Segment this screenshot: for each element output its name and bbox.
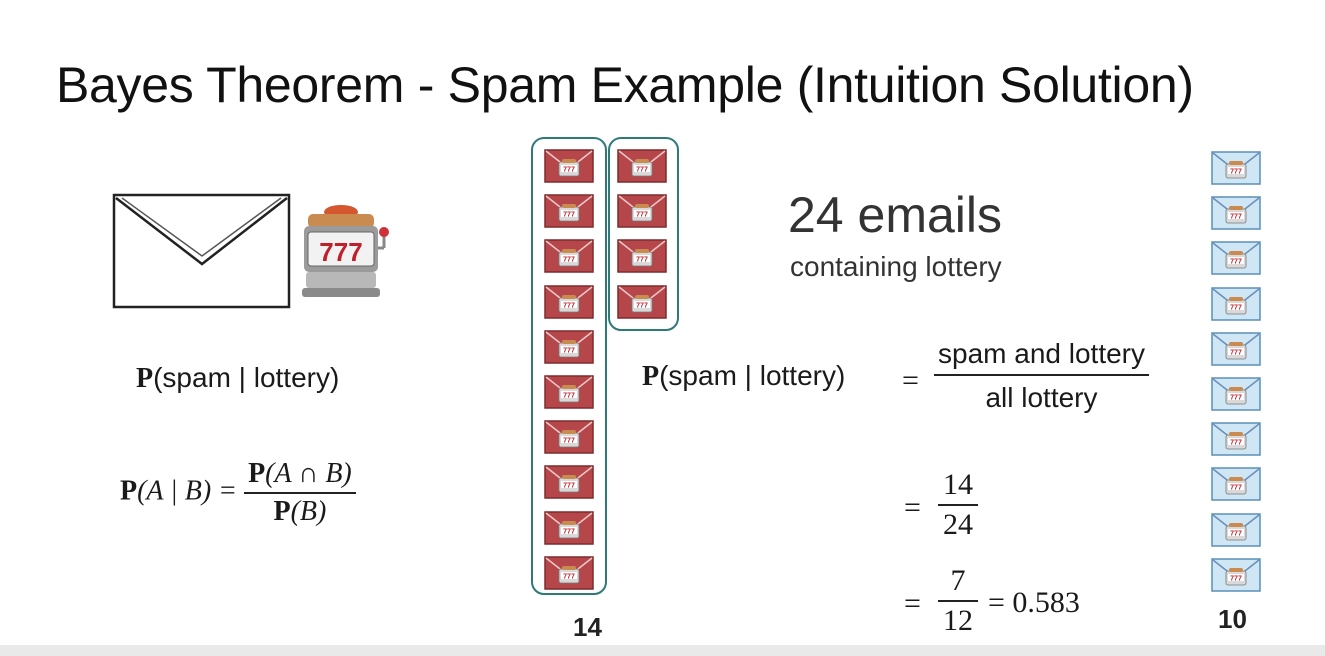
svg-text:777: 777 [1230,530,1242,537]
ham-email-icon: 777 [1211,332,1261,366]
prob-symbol: P [642,361,660,392]
left-query: P(spam | lottery) [136,362,339,395]
formula-fraction: P(A ∩ B) P(B) [244,458,356,528]
spam-group-border [531,137,607,595]
ham-email-icon: 777 [1211,196,1261,230]
svg-text:777: 777 [1230,349,1242,356]
spam-email-icon: 777 [544,375,594,409]
ham-email-icon: 777 [1211,151,1261,185]
spam-email-icon: 777 [617,239,667,274]
prob-symbol: P [136,363,154,394]
equals-sign: = [902,364,919,397]
step2-denominator: 12 [943,604,973,637]
svg-text:777: 777 [563,438,575,445]
ham-email-icon: 777 [1211,558,1261,592]
prob-symbol: P [248,458,266,489]
svg-text:777: 777 [563,528,575,535]
ham-email-icon: 777 [1211,377,1261,411]
spam-email-icon: 777 [544,239,594,274]
spam-count: 14 [573,612,602,642]
step2-result: = 0.583 [988,586,1080,619]
slot-machine-icon: 777 [302,205,389,297]
svg-text:777: 777 [563,302,575,309]
ham-email-icon: 777 [1211,241,1261,276]
ham-count: 10 [1218,604,1247,634]
spam-email-icon: 777 [544,420,594,454]
spam-email-icon: 777 [544,330,594,364]
left-query-text: (spam | lottery) [153,362,340,393]
svg-text:777: 777 [1230,169,1242,176]
step1-numerator: 14 [938,468,978,506]
svg-text:777: 777 [1230,304,1242,311]
svg-text:777: 777 [1230,395,1242,402]
bottom-strip [0,645,1325,656]
svg-text:777: 777 [636,302,648,309]
svg-text:777: 777 [563,347,575,354]
svg-text:777: 777 [636,257,648,264]
spam-email-icon: 777 [617,194,667,228]
formula-denominator: (B) [290,496,327,527]
spam-email-icon: 777 [544,284,594,319]
word-fraction-denominator: all lottery [985,382,1098,413]
spam-email-icon: 777 [617,149,667,183]
svg-text:777: 777 [563,257,575,264]
spam-email-icon: 777 [544,556,594,590]
prob-symbol: P [273,496,291,527]
right-query: P(spam | lottery) [642,360,845,393]
prob-symbol: P [120,475,138,507]
spam-email-icon: 777 [617,284,667,319]
svg-text:777: 777 [563,167,575,174]
headline: 24 emails [788,187,1002,243]
step2-numerator: 7 [938,564,978,602]
formula-numerator: (A ∩ B) [265,458,352,489]
ham-email-icon: 777 [1211,467,1261,502]
svg-text:777: 777 [636,212,648,219]
ham-email-icon: 777 [1211,286,1261,321]
svg-text:777: 777 [563,212,575,219]
step2-fraction: 7 12 [938,564,978,638]
svg-text:777: 777 [1230,214,1242,221]
svg-text:777: 777 [563,573,575,580]
svg-text:777: 777 [1230,259,1242,266]
step2-equals: = [904,587,921,620]
formula-lhs: (A | B) = [137,475,238,507]
svg-text:777: 777 [1230,440,1242,447]
word-fraction-numerator: spam and lottery [934,338,1149,376]
spam-email-icon: 777 [544,465,594,500]
step1-equals: = [904,491,921,524]
ham-email-icon: 777 [1211,512,1261,547]
subheadline: containing lottery [790,251,1002,282]
spam-email-icon: 777 [544,194,594,228]
svg-text:777: 777 [1230,485,1242,492]
bayes-formula: P(A | B) = P(A ∩ B) P(B) [120,458,356,528]
slot-reels-text: 777 [319,237,362,267]
step1-denominator: 24 [943,508,973,541]
svg-text:777: 777 [563,483,575,490]
spam-group-border [608,137,679,331]
spam-email-icon: 777 [544,510,594,545]
right-query-text: (spam | lottery) [659,360,846,391]
svg-text:777: 777 [563,393,575,400]
slide-title: Bayes Theorem - Spam Example (Intuition … [56,57,1194,113]
spam-email-icon: 777 [544,149,594,183]
envelope-icon [112,193,291,309]
svg-text:777: 777 [1230,575,1242,582]
svg-text:777: 777 [636,167,648,174]
word-fraction: spam and lottery all lottery [934,338,1149,414]
step1-fraction: 14 24 [938,468,978,542]
ham-email-icon: 777 [1211,422,1261,456]
